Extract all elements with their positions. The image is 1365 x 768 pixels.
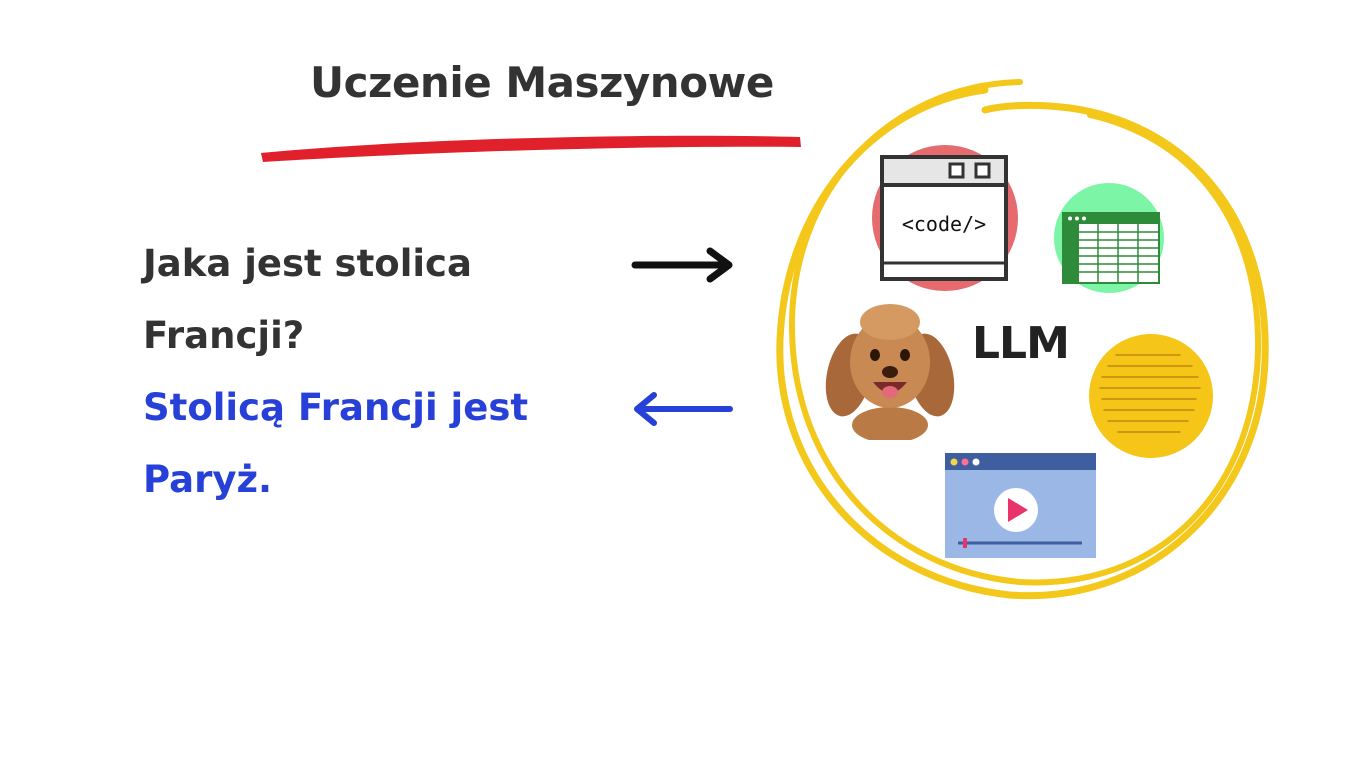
page-title: Uczenie Maszynowe xyxy=(310,58,774,107)
question-line-1: Jaka jest stolica xyxy=(143,242,472,285)
code-label: <code/> xyxy=(902,212,986,236)
arrow-right-icon xyxy=(631,247,733,283)
answer-text: Stolicą Francji jest Paryż. xyxy=(143,372,528,516)
question-line-2: Francji? xyxy=(143,314,305,357)
code-window-icon: <code/> xyxy=(872,145,1018,291)
spreadsheet-icon xyxy=(1054,183,1164,293)
question-text: Jaka jest stolica Francji? xyxy=(143,228,472,372)
answer-line-2: Paryż. xyxy=(143,458,273,501)
text-document-icon xyxy=(1089,334,1213,458)
answer-line-1: Stolicą Francji jest xyxy=(143,386,529,429)
video-player-icon xyxy=(945,453,1096,558)
llm-label: LLM xyxy=(972,318,1070,369)
play-icon xyxy=(1008,498,1028,522)
llm-circle xyxy=(776,79,1269,600)
video-seek-handle[interactable] xyxy=(963,538,967,548)
arrow-left-icon xyxy=(634,392,733,426)
title-underline xyxy=(261,135,801,162)
dog-image xyxy=(825,304,955,440)
